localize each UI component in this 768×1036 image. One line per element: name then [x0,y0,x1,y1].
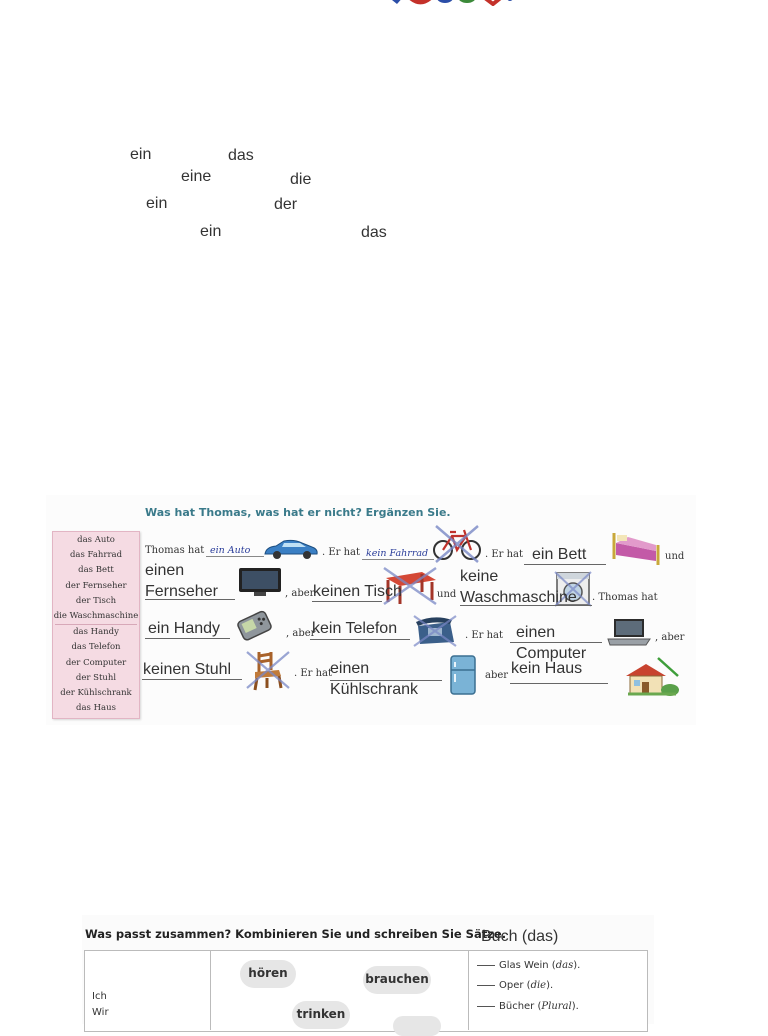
verb-bubble [393,1016,441,1036]
answer-text: Computer [516,645,587,662]
column-divider [468,950,469,1030]
word-list-item: die Waschmaschine [53,611,139,622]
laptop-computer-icon [607,619,651,646]
printed-text: . Er hat [322,547,361,558]
answer-line [510,683,608,684]
printed-text: und [437,589,457,600]
pronoun: Wir [92,1007,109,1018]
floating-word: das [361,224,387,241]
answer-line [330,680,442,681]
object-item: Glas Wein (das). [477,960,580,971]
floating-word: eine [181,168,212,185]
answer-text: keinen Stuhl [143,661,232,678]
answer-line [145,638,230,639]
word-list-item: das Bett [78,565,114,576]
verb-bubble: trinken [292,1001,350,1029]
floating-word: ein [130,146,152,163]
floating-word: der [274,196,298,213]
bicycle-crossed-icon [433,525,481,563]
word-list-card: das Auto das Fahrrad das Bett der Fernse… [52,531,140,719]
word-list-item: der Computer [65,657,127,668]
exercise-2-title: Was passt zusammen? Kombinieren Sie und … [85,927,507,941]
column-divider [210,950,211,1030]
telephone-crossed-icon [413,615,457,647]
printed-text: . Er hat [485,549,524,560]
exercise-1-title: Was hat Thomas, was hat er nicht? Ergänz… [145,506,451,519]
printed-text: , aber [286,628,316,639]
answer-text: kein Haus [511,660,583,677]
car-icon [264,539,318,559]
decorative-illustration [392,0,513,6]
television-icon [239,568,281,596]
word-list-item: der Stuhl [75,672,117,683]
typed-answer: Buch (das) [481,928,559,945]
printed-text: , aber [655,632,685,643]
table-crossed-icon [383,566,437,606]
printed-text: . Thomas hat [592,592,658,603]
word-list-item: der Kühlschrank [60,688,132,699]
house-crossed-icon [626,657,679,696]
answer-text: einen [330,660,370,677]
floating-word: das [228,147,254,164]
printed-text: . Er hat [294,668,333,679]
printed-text: , aber [285,588,315,599]
word-list-item: das Auto [77,535,115,545]
verb-bubble: brauchen [363,966,431,994]
pronoun: Ich [92,991,107,1002]
answer-text: Kühlschrank [330,681,419,698]
word-list-item: das Fahrrad [69,550,123,561]
answer-line [312,601,382,602]
printed-text: . Er hat [465,630,504,641]
word-list-item: der Tisch [75,595,117,606]
object-item: Bücher (Plural). [477,1001,579,1012]
printed-text: aber [485,670,509,681]
bed-icon [612,533,660,565]
word-list-item: das Telefon [71,642,121,653]
combination-table [84,950,648,1032]
answer-line [510,642,602,643]
floating-word: ein [146,195,168,212]
answer-line [145,599,235,600]
answer-line [142,679,242,680]
chair-crossed-icon [246,651,290,691]
floating-word: die [290,171,312,188]
answer-text: ein Handy [148,620,221,637]
answer-text: Waschmaschine [460,589,577,606]
example-answer: kein Fahrrad [362,548,434,560]
answer-text: ein Bett [532,546,587,563]
answer-text: keine [460,568,499,585]
word-list-item: das Haus [76,703,116,714]
refrigerator-icon [450,655,476,695]
example-answer: ein Auto [206,545,264,557]
answer-text: kein Telefon [312,620,398,637]
object-item: Oper (die). [477,980,553,991]
answer-line [524,564,606,565]
answer-text: Fernseher [145,583,218,600]
printed-text: Thomas hat [145,545,205,556]
answer-text: einen [516,624,556,641]
answer-line [460,605,592,606]
answer-text: keinen Tisch [313,583,402,600]
answer-line [310,639,410,640]
word-list-item: der Fernseher [65,580,127,591]
answer-text: einen [145,562,185,579]
word-list-item: das Handy [73,627,119,638]
exercise-1-panel [46,495,696,725]
mobile-phone-icon [237,610,272,641]
word-list-divider [55,624,137,626]
floating-word: ein [200,223,222,240]
printed-text: und [665,551,685,562]
verb-bubble: hören [240,960,296,988]
